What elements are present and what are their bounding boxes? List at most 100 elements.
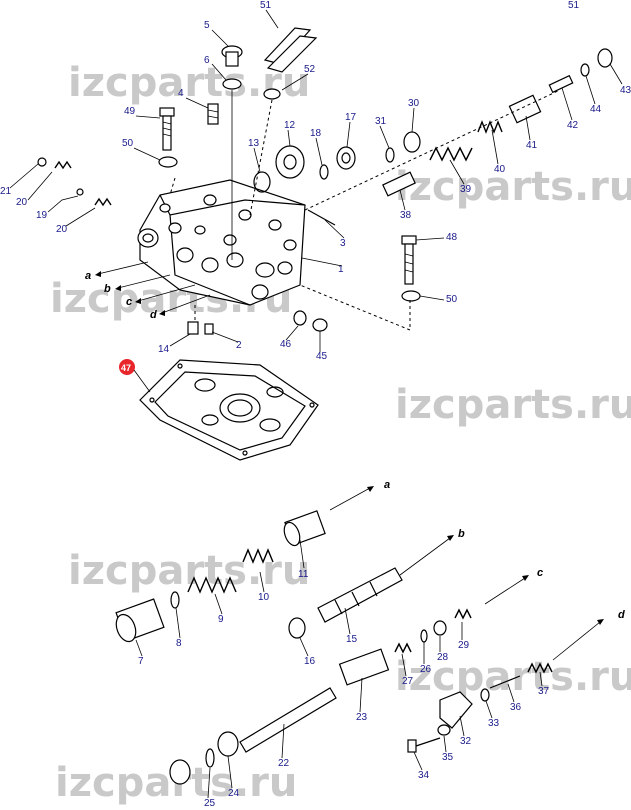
part-label: 2 <box>236 340 242 351</box>
watermark: izcparts.ru <box>395 382 631 428</box>
part-label: 5 <box>204 20 210 31</box>
direction-arrows-bottom: a b c d <box>329 479 625 661</box>
part-label: 3 <box>340 238 346 249</box>
part-label: 27 <box>402 676 414 687</box>
svg-text:b: b <box>104 283 111 295</box>
part-label: 16 <box>304 656 316 667</box>
snap-ring <box>420 629 428 643</box>
bolt <box>159 107 175 151</box>
end-cap <box>169 759 191 785</box>
part-label: 34 <box>418 770 430 781</box>
part-label: 19 <box>36 210 48 221</box>
seal <box>288 617 306 639</box>
cap <box>221 45 243 67</box>
bolt <box>401 235 417 285</box>
part-label: 1 <box>338 264 344 275</box>
nut <box>597 48 613 68</box>
part-label: 39 <box>460 184 472 195</box>
spring <box>454 608 472 620</box>
cover <box>439 691 473 729</box>
spool <box>317 567 403 623</box>
bolt <box>407 737 441 753</box>
part-label: 33 <box>488 718 500 729</box>
snap-ring <box>580 63 590 77</box>
snap-ring <box>170 591 180 609</box>
plug <box>403 131 421 153</box>
part-label: 28 <box>437 652 449 663</box>
part-label: 15 <box>346 634 358 645</box>
part-label: 20 <box>56 224 68 235</box>
gasket <box>139 359 319 461</box>
spring <box>477 120 503 134</box>
part-label: 44 <box>590 104 602 115</box>
nut <box>336 146 356 170</box>
part-label: 31 <box>375 116 387 127</box>
piston <box>283 510 326 547</box>
piston <box>508 94 542 124</box>
spool <box>382 171 416 197</box>
snap-ring <box>385 147 395 163</box>
o-ring <box>253 171 271 193</box>
valve-body <box>137 179 306 306</box>
spool <box>239 687 337 753</box>
part-label: 51 <box>568 0 580 11</box>
pin <box>548 74 574 94</box>
spring <box>242 548 274 564</box>
part-label: 45 <box>316 351 328 362</box>
part-label: 20 <box>16 197 28 208</box>
washer <box>158 156 178 168</box>
fitting <box>263 27 318 73</box>
plug <box>187 321 199 335</box>
seal <box>217 731 239 757</box>
part-label: 47 <box>121 363 131 373</box>
end-cap <box>275 145 305 179</box>
part-label: 52 <box>304 64 316 75</box>
spring <box>187 576 237 594</box>
part-label: 14 <box>158 344 170 355</box>
snap-ring <box>205 748 215 768</box>
part-label: 4 <box>178 88 184 99</box>
svg-text:d: d <box>618 609 625 621</box>
seal <box>433 620 447 636</box>
part-label: 37 <box>538 686 550 697</box>
part-label: 23 <box>356 712 368 723</box>
washer <box>401 290 421 302</box>
piston <box>338 648 390 686</box>
part-label: 25 <box>204 798 216 809</box>
ball <box>37 157 47 167</box>
part-label: 50 <box>446 294 458 305</box>
washer <box>263 88 281 100</box>
svg-text:c: c <box>537 567 543 579</box>
highlight-marker <box>119 359 135 375</box>
svg-text:b: b <box>458 528 465 540</box>
spring <box>527 662 553 674</box>
plug <box>312 318 328 332</box>
part-label: 6 <box>204 55 210 66</box>
o-ring <box>480 688 490 702</box>
part-label: 42 <box>567 120 579 131</box>
end-cap <box>115 598 165 643</box>
part-label: 8 <box>176 638 182 649</box>
part-label: 7 <box>138 656 144 667</box>
plug <box>207 103 219 125</box>
part-label: 51 <box>260 0 272 11</box>
part-label: 29 <box>458 640 470 651</box>
spring <box>394 642 412 654</box>
svg-text:d: d <box>150 309 157 321</box>
svg-text:c: c <box>126 296 132 308</box>
part-label: 17 <box>345 112 357 123</box>
part-label: 18 <box>310 128 322 139</box>
part-label: 24 <box>228 788 240 799</box>
part-label: 35 <box>442 752 454 763</box>
part-label: 36 <box>510 702 522 713</box>
part-label: 12 <box>284 120 296 131</box>
watermark-group: izcparts.ru izcparts.ru izcparts.ru izcp… <box>50 60 631 806</box>
part-label: 48 <box>446 232 458 243</box>
leader-lines <box>9 9 623 799</box>
part-label: 26 <box>420 664 432 675</box>
plug <box>204 323 214 335</box>
watermark: izcparts.ru <box>68 548 310 594</box>
part-label: 40 <box>494 164 506 175</box>
